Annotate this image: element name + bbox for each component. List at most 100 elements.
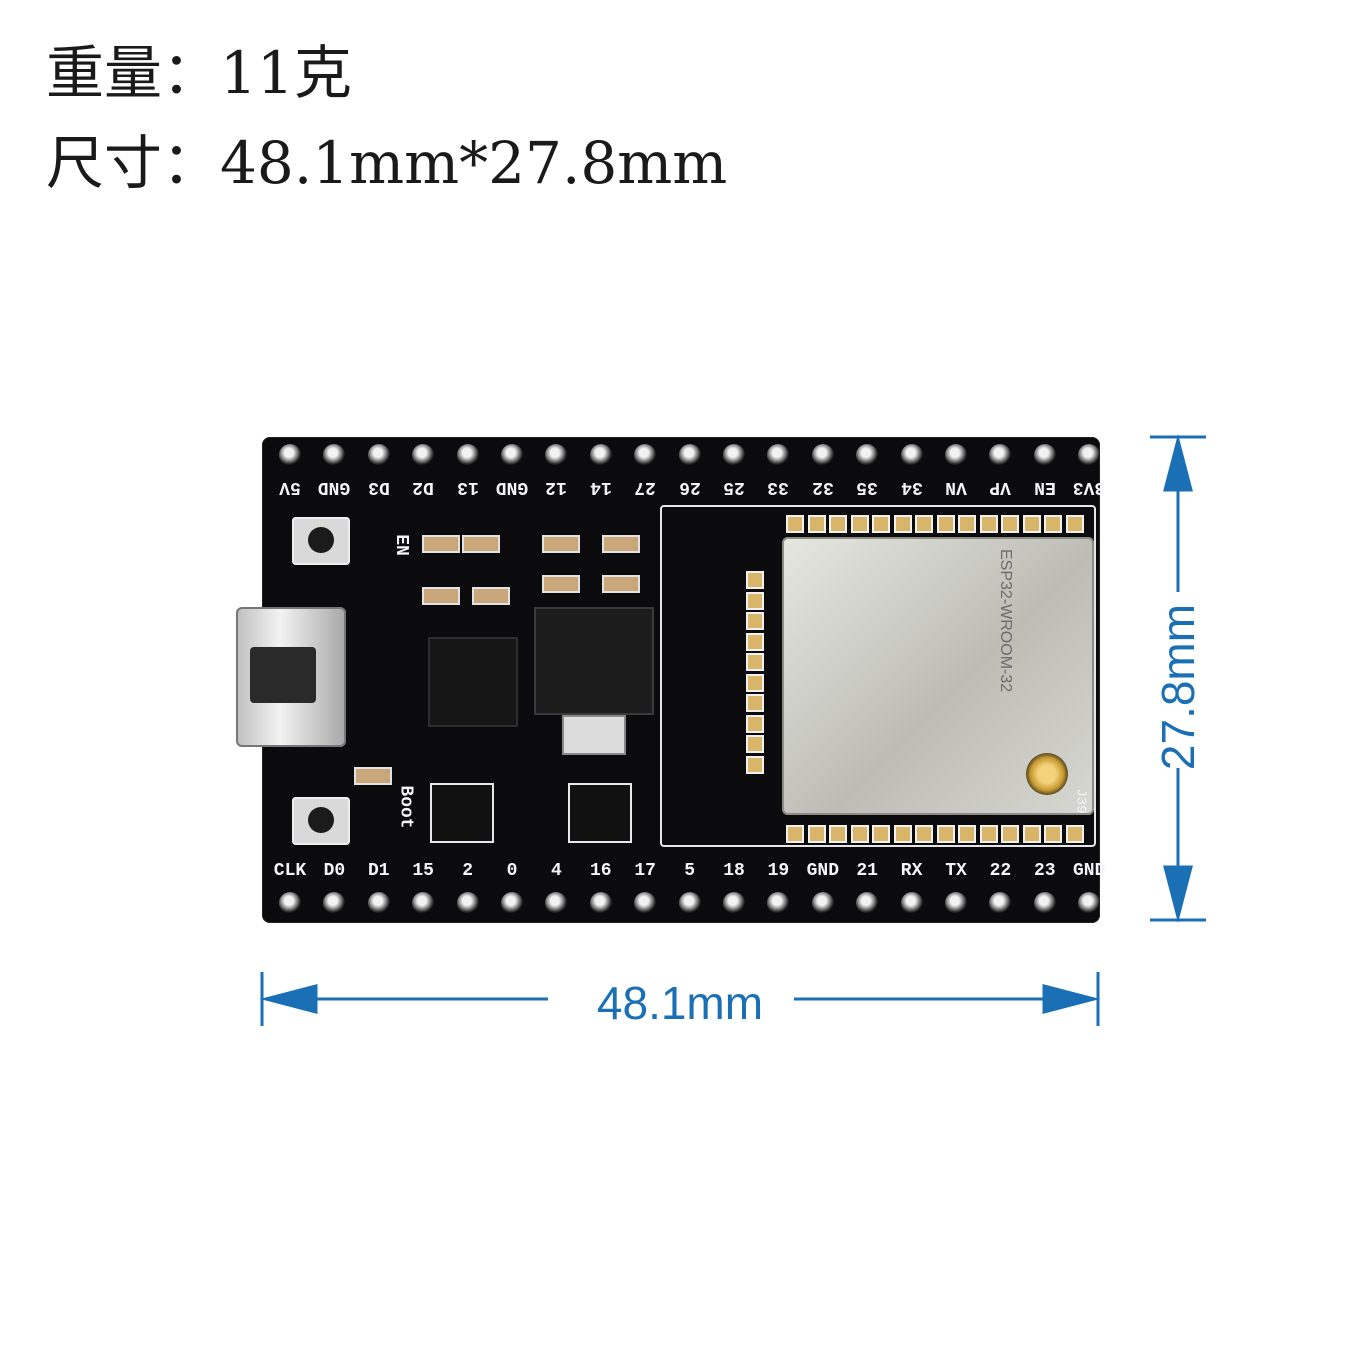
pin-label: 18 bbox=[723, 861, 745, 881]
module-pad bbox=[746, 714, 764, 733]
pin-hole bbox=[545, 444, 568, 466]
module-pad bbox=[850, 515, 869, 533]
pin-hole bbox=[589, 444, 612, 466]
pin-hole bbox=[412, 444, 435, 466]
pin-hole bbox=[1078, 444, 1101, 466]
pin-label: 23 bbox=[1033, 861, 1056, 881]
pin-hole bbox=[767, 892, 790, 914]
pin-hole bbox=[945, 892, 967, 914]
module-pad bbox=[979, 515, 998, 533]
pin-hole bbox=[678, 892, 701, 914]
module-pad bbox=[807, 825, 826, 843]
pin-label: 4 bbox=[550, 861, 562, 881]
pin-hole bbox=[1033, 892, 1056, 914]
size-value: 48.1mm*27.8mm bbox=[220, 129, 728, 197]
pin-hole bbox=[456, 892, 479, 914]
pin-hole bbox=[545, 892, 568, 914]
ipex-antenna-connector bbox=[1026, 753, 1068, 795]
module-pad bbox=[915, 825, 933, 843]
pin-hole bbox=[323, 444, 346, 466]
smd-resistor bbox=[422, 535, 460, 553]
module-pad bbox=[936, 515, 955, 533]
pin-label: 22 bbox=[989, 861, 1012, 881]
smd-resistor bbox=[422, 587, 460, 605]
pin-hole bbox=[678, 444, 701, 466]
module-pad bbox=[746, 755, 764, 774]
pin-label: 2 bbox=[462, 861, 473, 881]
pin-hole bbox=[279, 892, 301, 914]
module-pad bbox=[829, 825, 847, 843]
regulator-tab bbox=[562, 715, 626, 755]
pin-hole bbox=[1078, 892, 1101, 914]
module-pad bbox=[746, 632, 764, 651]
pin-hole bbox=[723, 892, 745, 914]
module-pad bbox=[1065, 515, 1084, 533]
pin-hole bbox=[856, 892, 879, 914]
module-pad bbox=[829, 515, 847, 533]
module-pad bbox=[786, 825, 804, 843]
module-pad bbox=[872, 825, 890, 843]
module-pad bbox=[786, 515, 804, 533]
pin-label: 15 bbox=[412, 861, 434, 881]
smd-capacitor bbox=[354, 767, 392, 785]
smd-led bbox=[462, 535, 500, 553]
weight-spec: 重量：11克 bbox=[46, 44, 352, 102]
pin-label: 0 bbox=[506, 861, 518, 881]
pin-hole bbox=[412, 892, 435, 914]
pin-hole bbox=[989, 892, 1012, 914]
pin-hole bbox=[811, 892, 834, 914]
pin-hole bbox=[279, 444, 301, 466]
height-dimension-label: 27.8mm bbox=[1152, 603, 1204, 771]
width-dimension-label: 48.1mm bbox=[596, 977, 764, 1029]
pin-hole bbox=[634, 444, 657, 466]
module-pad bbox=[746, 571, 764, 589]
pin-label: 19 bbox=[767, 861, 790, 881]
module-pad bbox=[1065, 825, 1084, 843]
module-pad bbox=[746, 673, 764, 692]
weight-label: 重量： bbox=[46, 39, 221, 107]
pin-label: RX bbox=[900, 861, 923, 881]
pin-hole bbox=[367, 444, 390, 466]
pin-label: 5 bbox=[684, 861, 695, 881]
module-pad bbox=[746, 694, 764, 712]
pin-label: GND bbox=[806, 861, 839, 881]
module-pad bbox=[915, 515, 933, 533]
pin-hole bbox=[723, 444, 745, 466]
pin-hole bbox=[811, 444, 834, 466]
arrow-right-icon bbox=[1042, 984, 1100, 1014]
pin-label: TX bbox=[945, 861, 967, 881]
en-button bbox=[292, 517, 350, 565]
usb-uart-chip bbox=[428, 637, 518, 727]
module-pad bbox=[1044, 825, 1062, 843]
size-spec: 尺寸：48.1mm*27.8mm bbox=[46, 134, 727, 192]
module-pad bbox=[1001, 825, 1019, 843]
module-pad bbox=[958, 515, 976, 533]
pin-hole bbox=[589, 892, 612, 914]
module-pad bbox=[1001, 515, 1019, 533]
module-pad bbox=[1022, 825, 1041, 843]
arrow-down-icon bbox=[1163, 865, 1193, 923]
pin-hole bbox=[456, 444, 479, 466]
smd-capacitor bbox=[602, 575, 640, 593]
pin-label: 21 bbox=[856, 861, 878, 881]
module-pad bbox=[893, 825, 912, 843]
transistor bbox=[568, 783, 632, 843]
module-pad bbox=[936, 825, 955, 843]
module-pad bbox=[1022, 515, 1041, 533]
smd-capacitor bbox=[602, 535, 640, 553]
pin-hole bbox=[634, 892, 657, 914]
smd-capacitor bbox=[542, 535, 580, 553]
transistor bbox=[430, 783, 494, 843]
pin-hole bbox=[900, 444, 923, 466]
pin-label: D0 bbox=[323, 861, 346, 881]
pin-hole bbox=[367, 892, 390, 914]
module-pad bbox=[893, 515, 912, 533]
module-pad bbox=[746, 735, 764, 753]
size-label: 尺寸： bbox=[46, 129, 221, 197]
module-pad bbox=[958, 825, 976, 843]
pin-label: 16 bbox=[589, 861, 612, 881]
module-pad bbox=[746, 653, 764, 671]
module-pad bbox=[979, 825, 998, 843]
